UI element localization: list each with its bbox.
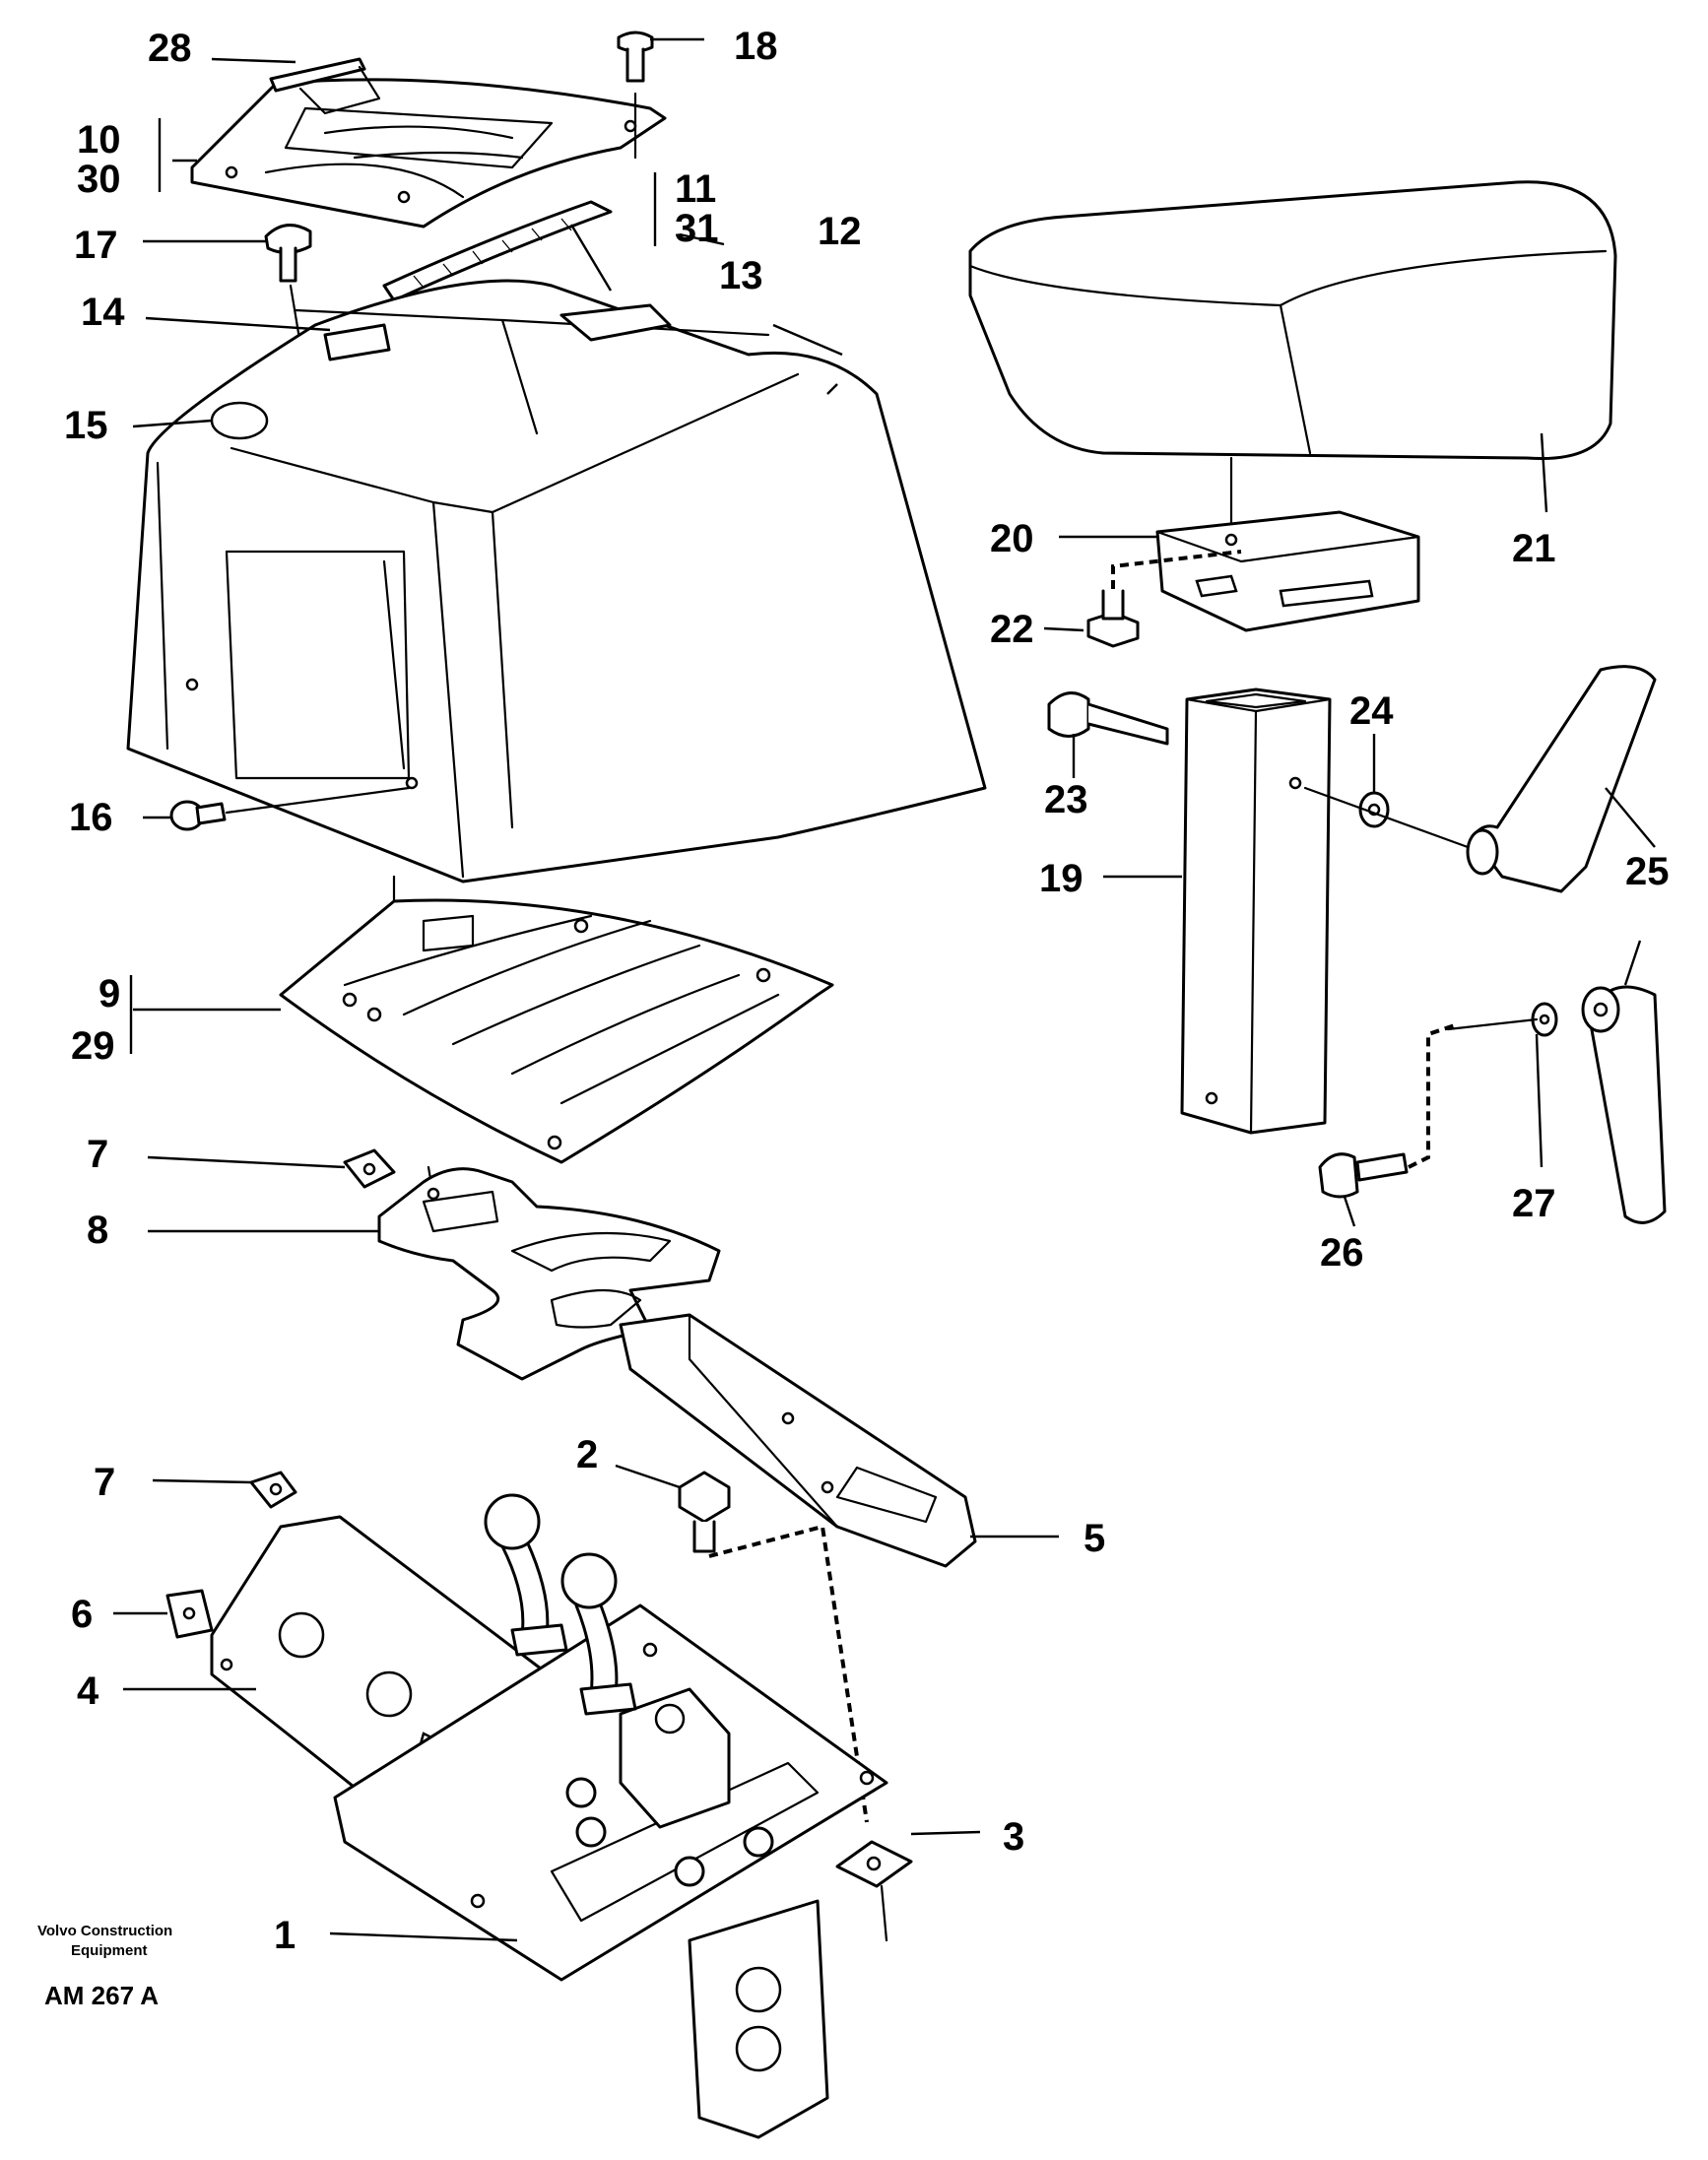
callout-14: 14	[81, 291, 125, 334]
callout-10: 10	[77, 118, 121, 162]
screw-18	[617, 31, 654, 160]
control-levers	[484, 1493, 637, 1716]
rubber-strip-11-31	[382, 200, 613, 302]
armrest-bracket-20	[1155, 510, 1420, 632]
callout-18: 18	[734, 25, 778, 68]
callout-7-upper: 7	[87, 1133, 108, 1176]
clip-nut-6	[165, 1589, 214, 1639]
callout-27: 27	[1512, 1182, 1556, 1225]
handle-28	[269, 57, 381, 115]
callout-28: 28	[148, 27, 192, 70]
callout-25: 25	[1625, 850, 1670, 893]
bolt-26	[1318, 1152, 1409, 1199]
bolt-23	[1047, 691, 1169, 746]
callout-1: 1	[274, 1914, 296, 1957]
callout-2: 2	[576, 1433, 598, 1476]
callout-5: 5	[1084, 1517, 1105, 1560]
callout-20: 20	[990, 517, 1034, 560]
leader-lines	[113, 37, 1656, 1942]
support-column-19	[1180, 687, 1332, 1135]
clamp-lever-25-upper	[1466, 665, 1657, 893]
armrest-pad-21	[968, 180, 1617, 461]
callout-4: 4	[77, 1669, 99, 1713]
caption-line1: Volvo Construction	[37, 1923, 172, 1939]
callout-15: 15	[64, 404, 108, 447]
callout-12: 12	[818, 210, 862, 253]
callout-31: 31	[675, 207, 719, 250]
callout-22: 22	[990, 608, 1034, 651]
drawing-code: AM 267 A	[44, 1981, 159, 2010]
callout-3: 3	[1003, 1815, 1024, 1859]
callout-16: 16	[69, 796, 113, 839]
shaft-line-24	[1303, 786, 1470, 849]
stud-line	[880, 1884, 888, 1942]
callout-8: 8	[87, 1209, 108, 1252]
callout-13: 13	[719, 254, 763, 297]
assembly-path-26	[1408, 1022, 1459, 1169]
callout-23: 23	[1044, 778, 1088, 821]
screw-22	[1086, 589, 1140, 648]
callout-9: 9	[99, 972, 120, 1015]
callout-21: 21	[1512, 527, 1556, 570]
shaft-line-27	[1446, 1017, 1539, 1031]
top-cover-plate	[190, 78, 667, 229]
callout-30: 30	[77, 158, 121, 201]
callout-11: 11	[675, 167, 716, 211]
plate-9-29	[279, 898, 834, 1164]
callout-6: 6	[71, 1593, 93, 1636]
callout-17: 17	[74, 224, 118, 267]
callout-26: 26	[1320, 1231, 1364, 1275]
bracket-5	[619, 1313, 977, 1568]
callout-7-lower: 7	[94, 1461, 115, 1504]
clip-nut-7-upper	[343, 1148, 396, 1189]
callout-19: 19	[1039, 857, 1084, 900]
bolt-2	[678, 1471, 731, 1553]
assembly-path-22	[1111, 550, 1242, 589]
clamp-lever-25-lower	[1581, 985, 1667, 1224]
callout-29: 29	[71, 1024, 115, 1068]
screw-16	[169, 786, 411, 831]
caption-line2: Equipment	[71, 1942, 148, 1959]
callout-24: 24	[1349, 689, 1394, 733]
clip-nut-7-lower	[249, 1471, 297, 1509]
console-housing	[126, 279, 987, 884]
assembly-path-2	[708, 1524, 869, 1823]
control-valve-1	[333, 1604, 888, 2139]
clip-nut-3	[835, 1840, 913, 1888]
